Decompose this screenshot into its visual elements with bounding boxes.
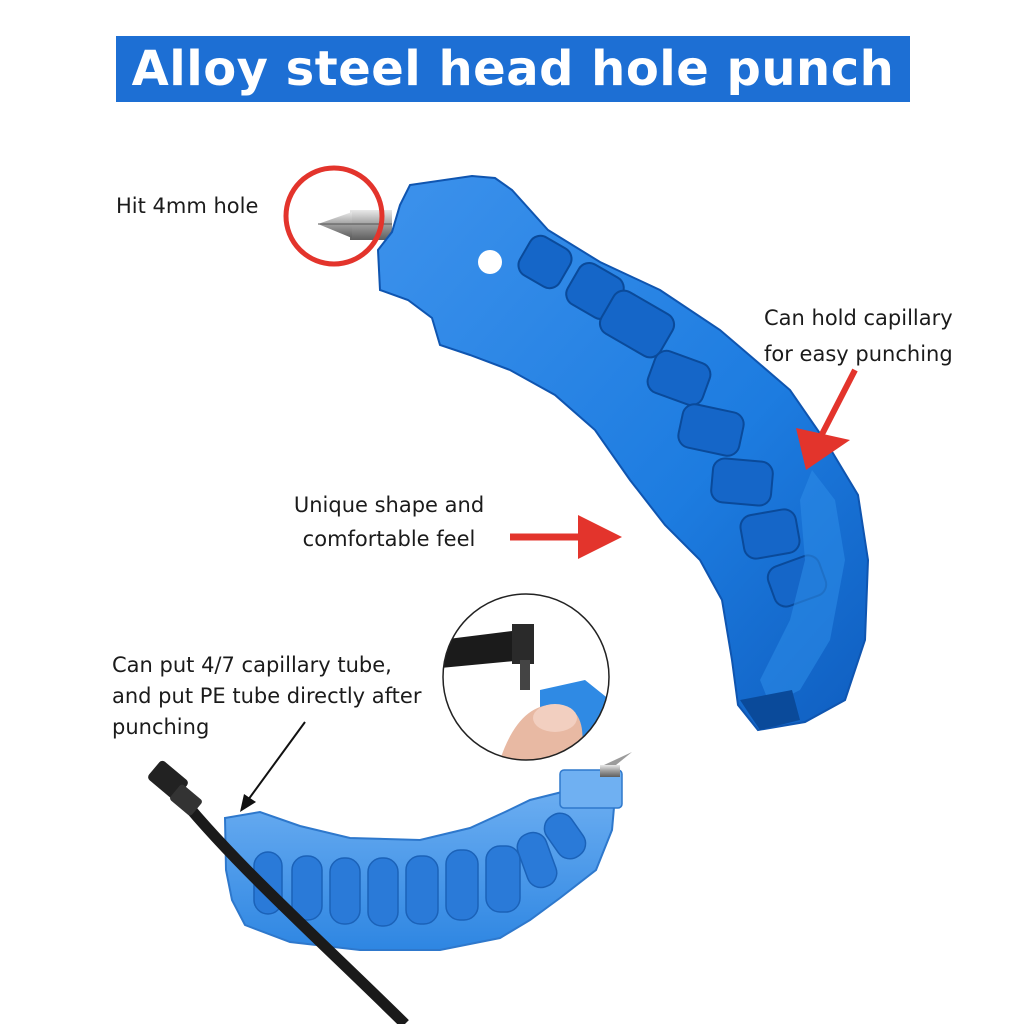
label-shape-line-2: comfortable feel <box>302 527 476 551</box>
tool-hole <box>478 250 502 274</box>
label-hit-hole: Hit 4mm hole <box>116 189 258 223</box>
label-shape-line-1: Unique shape and <box>293 493 485 517</box>
label-hold-capillary: Can hold capillary for easy punching <box>764 300 953 372</box>
inset-hand-photo <box>442 593 610 761</box>
tool-body <box>376 174 870 732</box>
pe-tube <box>148 760 409 1024</box>
label-tube-line-2: and put PE tube directly after <box>112 684 422 708</box>
lower-punch-tool <box>223 752 632 951</box>
title-banner: Alloy steel head hole punch <box>116 36 910 102</box>
tip-highlight-circle <box>283 165 385 267</box>
red-arrow-down <box>796 368 858 470</box>
label-hold-line-2: for easy punching <box>764 342 953 366</box>
label-hold-line-1: Can hold capillary <box>764 306 953 330</box>
red-arrow-right <box>510 515 622 559</box>
steel-punch-tip <box>318 210 392 240</box>
label-capillary-tube: Can put 4/7 capillary tube, and put PE t… <box>112 650 421 743</box>
pointer-arrow <box>240 721 306 812</box>
label-tube-line-1: Can put 4/7 capillary tube, <box>112 653 392 677</box>
upper-punch-tool <box>318 174 870 732</box>
label-hit-hole-text: Hit 4mm hole <box>116 194 259 218</box>
banner-title: Alloy steel head hole punch <box>131 41 895 97</box>
label-unique-shape: Unique shape and comfortable feel <box>290 488 488 556</box>
label-tube-line-3: punching <box>112 715 210 739</box>
